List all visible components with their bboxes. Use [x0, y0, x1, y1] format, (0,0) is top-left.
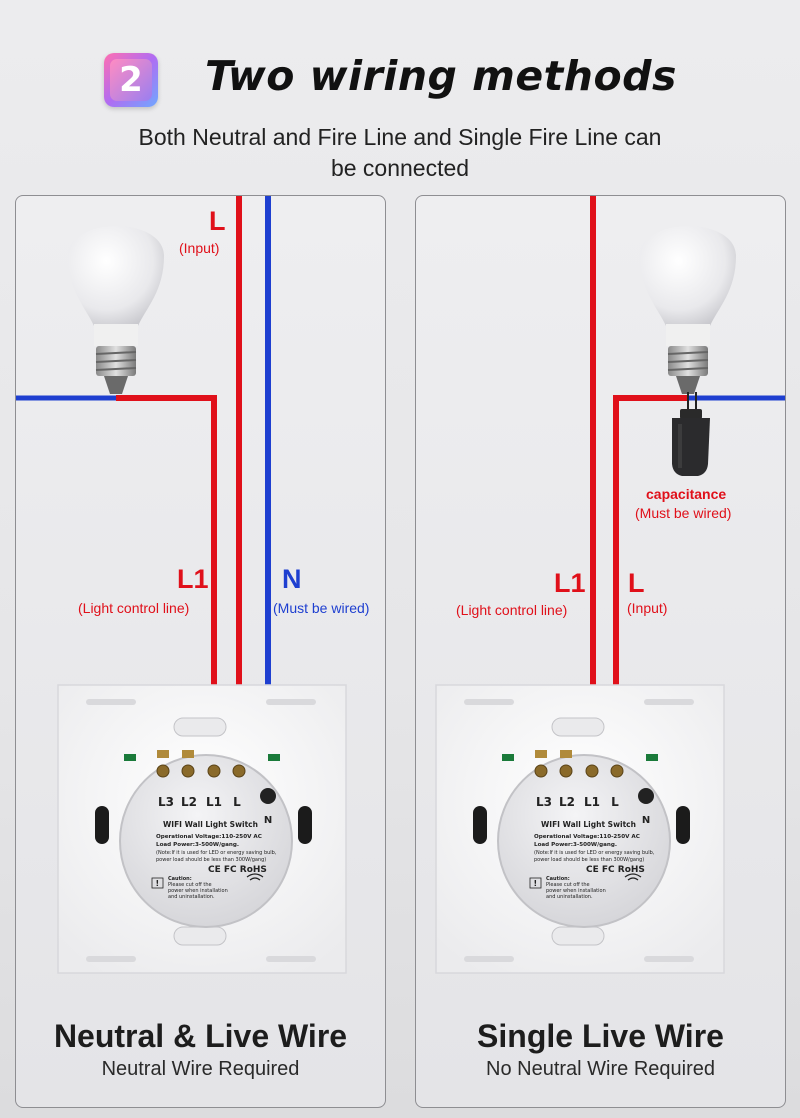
- terminal-label: L2: [559, 795, 575, 809]
- panel-title-left: Neutral & Live Wire: [53, 1018, 348, 1054]
- label-N-sub-left: (Must be wired): [273, 600, 370, 616]
- terminal-label: L3: [536, 795, 552, 809]
- label-N-left: N: [282, 564, 302, 594]
- caution-text: Please cut off the: [168, 882, 212, 888]
- switch-spec-note: power load should be less than 300W/gang…: [534, 857, 644, 863]
- caution-text: power when installation: [168, 888, 228, 894]
- caution-text: and uninstallation.: [546, 894, 593, 900]
- label-L1-sub-right: (Light control line): [456, 602, 568, 618]
- step-number: 2: [110, 59, 152, 101]
- switch-product-name: WIFI Wall Light Switch: [541, 820, 636, 829]
- label-L-left: L: [209, 206, 226, 236]
- caution-text: power when installation: [546, 888, 606, 894]
- live-wires: [116, 196, 242, 774]
- switch-spec-note: (Note:If it is used for LED or energy sa…: [534, 850, 655, 856]
- page-title: Two wiring methods: [205, 52, 677, 100]
- capacitance-sublabel: (Must be wired): [635, 505, 732, 521]
- certification-marks: CE FC RoHS: [208, 865, 267, 875]
- label-L1-sub-left: (Light control line): [78, 600, 190, 616]
- capacitor-icon: [672, 392, 710, 476]
- switch-spec-power: Load Power:3-500W/gang.: [156, 842, 239, 848]
- wall-switch: !: [435, 684, 725, 974]
- caution-title: Caution:: [546, 876, 570, 882]
- panel-title-right: Single Live Wire: [477, 1018, 724, 1054]
- wall-switch: !: [57, 684, 347, 974]
- light-bulb-icon: [640, 226, 736, 394]
- terminal-label: L: [233, 795, 241, 809]
- panel-subtitle-left: Neutral Wire Required: [101, 1058, 300, 1080]
- label-L1-left: L1: [177, 564, 209, 594]
- caution-text: Please cut off the: [546, 882, 590, 888]
- light-bulb-icon: [68, 226, 164, 394]
- certification-marks: CE FC RoHS: [586, 865, 645, 875]
- switch-spec-note: (Note:If it is used for LED or energy sa…: [156, 850, 277, 856]
- switch-spec-voltage: Operational Voltage:110-250V AC: [534, 834, 640, 840]
- step-badge: 2: [104, 53, 158, 107]
- panel-subtitle-right: No Neutral Wire Required: [486, 1058, 715, 1080]
- switch-spec-power: Load Power:3-500W/gang.: [534, 842, 617, 848]
- label-L-right: L: [628, 568, 645, 598]
- caution-title: Caution:: [168, 876, 192, 882]
- label-L-input-left: (Input): [179, 240, 220, 256]
- label-L-input-right: (Input): [627, 600, 668, 616]
- terminal-label-n: N: [264, 815, 272, 826]
- switch-spec-voltage: Operational Voltage:110-250V AC: [156, 834, 262, 840]
- terminal-label: L1: [206, 795, 222, 809]
- terminal-label-n: N: [642, 815, 650, 826]
- switch-product-name: WIFI Wall Light Switch: [163, 820, 258, 829]
- switch-spec-note: power load should be less than 300W/gang…: [156, 857, 266, 863]
- terminal-label: L3: [158, 795, 174, 809]
- live-wires: [590, 196, 688, 774]
- caution-text: and uninstallation.: [168, 894, 215, 900]
- capacitance-label: capacitance: [646, 486, 727, 502]
- svg-text:!: !: [534, 879, 538, 888]
- terminal-label: L: [611, 795, 619, 809]
- page-subtitle: Both Neutral and Fire Line and Single Fi…: [138, 124, 662, 181]
- terminal-label: L1: [584, 795, 600, 809]
- terminal-label: L2: [181, 795, 197, 809]
- label-L1-right: L1: [554, 568, 586, 598]
- svg-text:!: !: [156, 879, 160, 888]
